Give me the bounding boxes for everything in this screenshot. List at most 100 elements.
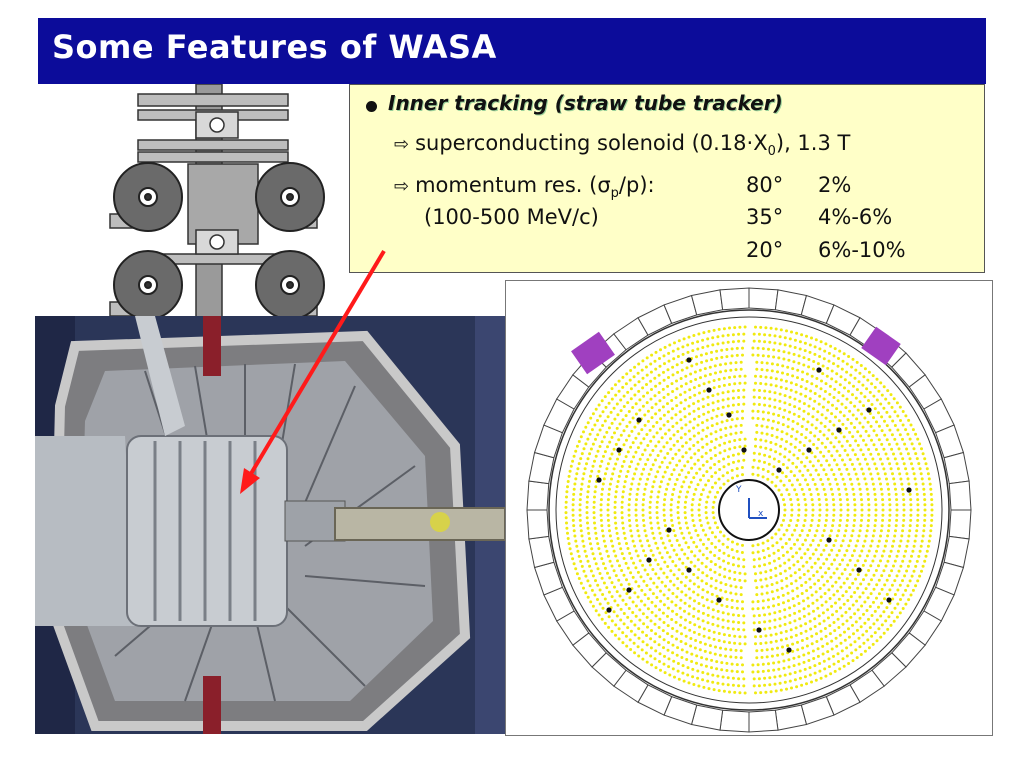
straw-hit — [875, 467, 878, 471]
straw-hit — [640, 648, 644, 652]
straw-hit — [738, 635, 742, 639]
straw-hit — [805, 372, 809, 376]
straw-hit — [791, 374, 795, 378]
straw-hit — [849, 421, 853, 425]
straw-hit — [819, 629, 823, 633]
straw-hit — [834, 601, 837, 605]
straw-hit — [890, 433, 894, 437]
straw-hit — [634, 580, 638, 584]
straw-hit — [705, 582, 708, 586]
straw-hit — [905, 569, 909, 573]
straw-hit — [713, 364, 717, 368]
straw-hit — [841, 622, 845, 626]
straw-hit — [705, 434, 708, 438]
straw-hit — [886, 457, 890, 461]
straw-hit — [585, 462, 588, 466]
right-outline-arrow-icon: ⇨ — [394, 134, 410, 155]
straw-hit — [619, 583, 623, 587]
straw-hit — [825, 374, 829, 378]
straw-hit — [741, 543, 744, 547]
straw-hit — [682, 480, 686, 484]
straw-hit — [923, 513, 927, 517]
straw-hit — [927, 477, 931, 481]
straw-hit — [564, 516, 568, 520]
straw-hit — [792, 360, 796, 364]
straw-hit — [858, 487, 862, 491]
straw-hit — [867, 503, 871, 507]
straw-hit — [860, 412, 864, 416]
straw-hit — [684, 374, 688, 378]
straw-hit — [698, 391, 701, 395]
straw-hit — [626, 390, 630, 394]
straw-hit — [797, 415, 801, 418]
straw-hit — [705, 359, 709, 363]
straw-hit — [929, 529, 933, 533]
straw-hit — [794, 390, 798, 394]
straw-hit — [710, 485, 714, 489]
straw-hit — [772, 465, 776, 469]
straw-hit — [726, 340, 730, 344]
straw-hit — [923, 508, 927, 512]
straw-hit — [819, 566, 823, 570]
straw-hit — [813, 534, 817, 538]
straw-hit — [580, 452, 584, 456]
straw-hit — [783, 336, 787, 340]
calorimeter-block — [528, 535, 555, 569]
straw-hit — [860, 467, 864, 471]
straw-hit — [756, 473, 760, 477]
straw-hit — [712, 637, 716, 641]
straw-hit — [853, 591, 857, 594]
straw-hit — [687, 485, 691, 489]
straw-hit — [842, 352, 846, 356]
straw-hit — [810, 680, 813, 684]
straw-hit — [797, 508, 801, 512]
straw-hit — [681, 572, 685, 576]
straw-hit — [682, 536, 686, 540]
straw-hit — [633, 623, 637, 627]
straw-hit — [763, 613, 767, 617]
straw-hit — [832, 571, 836, 575]
straw-hit — [585, 554, 588, 558]
straw-hit — [764, 375, 768, 379]
straw-hit — [901, 559, 905, 563]
straw-hit — [782, 357, 786, 361]
straw-hit — [752, 684, 756, 688]
straw-hit — [899, 452, 903, 456]
straw-hit — [660, 460, 664, 464]
straw-hit — [652, 536, 656, 540]
straw-hit — [839, 641, 843, 645]
straw-hit — [820, 575, 824, 579]
straw-hit — [885, 438, 889, 442]
straw-hit — [784, 475, 788, 478]
straw-hit — [665, 441, 669, 445]
straw-hit — [684, 475, 688, 479]
straw-hit — [804, 394, 808, 398]
straw-hit — [770, 426, 774, 430]
straw-hit — [697, 609, 701, 613]
straw-hit — [599, 508, 603, 512]
straw-hit — [906, 432, 910, 436]
straw-hit — [743, 579, 747, 583]
straw-hit — [754, 691, 757, 695]
right-outline-arrow-icon: ⇨ — [394, 176, 410, 197]
straw-hit — [822, 548, 826, 552]
straw-hit — [877, 411, 880, 415]
straw-hit — [754, 579, 758, 583]
straw-hit — [909, 503, 913, 507]
straw-hit — [658, 485, 662, 489]
straw-hit — [684, 441, 688, 445]
straw-hit — [584, 442, 588, 446]
straw-hit — [817, 519, 821, 522]
straw-hit — [669, 447, 673, 451]
straw-hit — [820, 413, 824, 417]
straw-hit — [879, 402, 883, 406]
straw-hit — [730, 411, 734, 414]
straw-hit — [761, 662, 765, 666]
straw-hit — [796, 518, 800, 522]
straw-hit — [846, 563, 850, 567]
straw-hit — [912, 472, 916, 476]
straw-hit — [698, 518, 702, 522]
straw-hit — [815, 570, 819, 574]
straw-hit — [885, 424, 889, 428]
straw-hit — [606, 518, 610, 522]
